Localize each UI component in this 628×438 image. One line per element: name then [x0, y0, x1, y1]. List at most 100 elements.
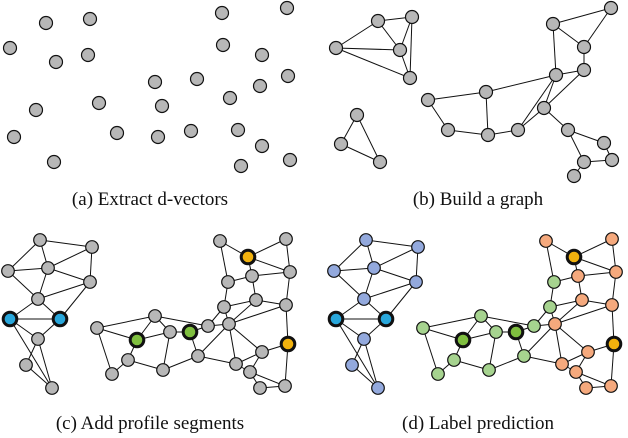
- graph-edge: [154, 315, 209, 327]
- predicted-label-node: [359, 233, 373, 247]
- graph-edge: [363, 338, 379, 389]
- graph-node: [576, 62, 592, 78]
- graph-node: [156, 363, 170, 377]
- d-vector-node: [82, 11, 98, 27]
- graph-edge: [543, 69, 585, 109]
- graph-edge: [197, 323, 230, 357]
- graph-edge: [335, 47, 401, 51]
- graph-edge: [47, 267, 91, 283]
- d-vector-node: [147, 74, 163, 90]
- graph-node: [243, 365, 257, 379]
- graph-node: [255, 345, 269, 359]
- profile-segment-node: [605, 335, 623, 353]
- predicted-label-node: [571, 269, 585, 283]
- predicted-label-node: [489, 325, 503, 339]
- graph-edge: [480, 315, 535, 327]
- graph-node: [478, 84, 494, 100]
- graph-node: [121, 353, 135, 367]
- graph-node: [85, 240, 99, 254]
- d-vector-node: [183, 123, 199, 139]
- predicted-label-node: [409, 275, 423, 289]
- graph-edge: [552, 23, 557, 76]
- graph-node: [603, 0, 619, 16]
- predicted-label-node: [357, 332, 371, 346]
- predicted-label-node: [447, 353, 461, 367]
- d-vector-node: [215, 37, 231, 53]
- graph-node: [536, 100, 552, 116]
- graph-node: [576, 154, 592, 170]
- d-vector-node: [150, 129, 166, 145]
- predicted-label-node: [431, 367, 445, 381]
- d-vector-node: [48, 54, 64, 70]
- graph-node: [31, 332, 45, 346]
- d-vector-node: [214, 5, 230, 21]
- graph-node: [221, 275, 235, 289]
- graph-edge: [485, 91, 489, 136]
- graph-edge: [552, 7, 612, 25]
- graph-node: [604, 152, 620, 168]
- profile-segment-node: [327, 310, 345, 328]
- d-vector-node: [80, 47, 96, 63]
- panel-extract-d-vectors: [2, 0, 298, 174]
- graph-edge: [422, 315, 482, 329]
- panel-build-graph: [328, 0, 620, 184]
- graph-edge: [96, 315, 156, 329]
- graph-edge: [365, 239, 419, 248]
- graph-node: [402, 70, 418, 86]
- predicted-label-node: [416, 321, 430, 335]
- d-vector-node: [154, 98, 170, 114]
- caption-label-prediction: (d) Label prediction: [402, 413, 554, 434]
- predicted-label-node: [357, 292, 371, 306]
- graph-node: [45, 381, 59, 395]
- predicted-label-node: [569, 365, 583, 379]
- graph-edge: [219, 240, 229, 283]
- graph-edge: [228, 304, 287, 325]
- graph-edge: [228, 323, 263, 353]
- graph-node: [33, 233, 47, 247]
- graph-node: [279, 298, 293, 312]
- predicted-label-node: [474, 309, 488, 323]
- graph-node: [576, 39, 592, 55]
- graph-node: [245, 269, 259, 283]
- graph-node: [480, 127, 496, 143]
- profile-segment-node: [128, 331, 146, 349]
- graph-node: [41, 261, 55, 275]
- graph-node: [566, 168, 582, 184]
- graph-node: [191, 349, 205, 363]
- profile-segment-node: [377, 310, 395, 328]
- graph-node: [213, 234, 227, 248]
- graph-edge: [373, 267, 417, 283]
- predicted-label-node: [527, 319, 541, 333]
- graph-node: [217, 300, 231, 314]
- graph-node: [548, 67, 564, 83]
- graph-edge: [335, 47, 411, 79]
- d-vector-node: [230, 122, 246, 138]
- graph-node: [253, 381, 267, 395]
- graph-node: [278, 379, 292, 393]
- d-vector-node: [38, 15, 54, 31]
- graph-node: [148, 309, 162, 323]
- profile-segment-node: [279, 335, 297, 353]
- graph-edge: [39, 239, 93, 248]
- predicted-label-node: [517, 349, 531, 363]
- graph-node: [328, 40, 344, 56]
- predicted-label-node: [371, 381, 385, 395]
- graph-node: [19, 358, 33, 372]
- graph-node: [596, 135, 612, 151]
- graph-node: [201, 319, 215, 333]
- predicted-label-node: [604, 379, 618, 393]
- d-vector-node: [233, 158, 249, 174]
- d-vector-node: [280, 68, 296, 84]
- graph-edge: [427, 91, 487, 101]
- graph-node: [105, 367, 119, 381]
- graph-edge: [409, 16, 413, 79]
- graph-node: [90, 321, 104, 335]
- graph-node: [404, 9, 420, 25]
- graph-edge: [9, 318, 53, 389]
- graph-edge: [47, 246, 93, 269]
- d-vector-node: [46, 154, 62, 170]
- graph-node: [420, 92, 436, 108]
- graph-edge: [373, 246, 419, 269]
- graph-node: [440, 122, 456, 138]
